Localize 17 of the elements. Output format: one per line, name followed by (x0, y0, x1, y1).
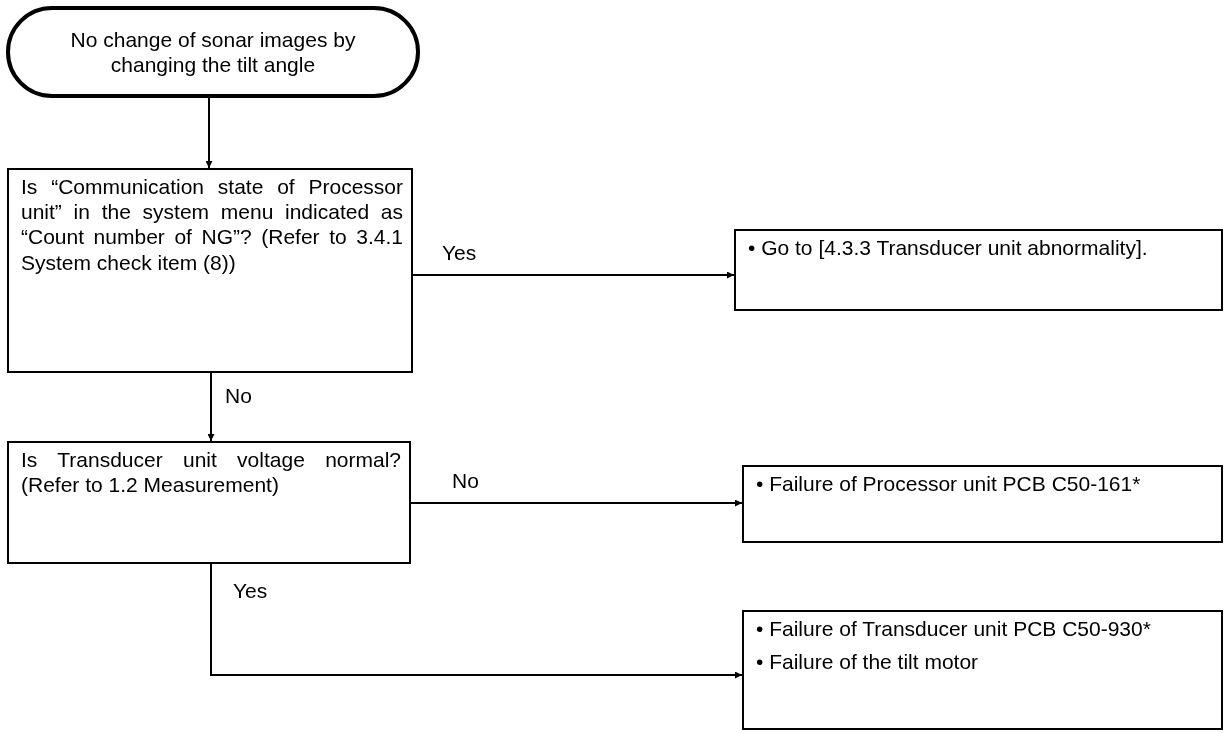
node-text: • Failure of Processor unit PCB C50-161* (756, 471, 1142, 497)
node-text: Is “Communication state of Processor unit” in the system menu indicated as “Count number of NG”? (Refer to 3.4.1 System check item (8)) (21, 174, 403, 275)
process-box (742, 465, 1223, 543)
node-text: • Failure of Transducer unit PCB C50-930* (756, 616, 1152, 642)
arrow (410, 499, 743, 507)
node-text: No change of sonar images by changing the tilt angle (69, 26, 357, 78)
node-text: • Failure of the tilt motor (756, 649, 980, 675)
arrow (205, 97, 213, 169)
arrow (207, 372, 215, 442)
arrow (210, 563, 743, 679)
node-text: • Go to [4.3.3 Transducer unit abnormality]. (748, 235, 1149, 261)
process-box (734, 229, 1223, 311)
decision-box (7, 441, 411, 564)
decision-box (7, 168, 413, 373)
arrow (412, 271, 735, 279)
node-text: Is Transducer unit voltage normal? (Refer to 1.2 Measurement) (21, 447, 401, 498)
process-box (742, 610, 1223, 730)
